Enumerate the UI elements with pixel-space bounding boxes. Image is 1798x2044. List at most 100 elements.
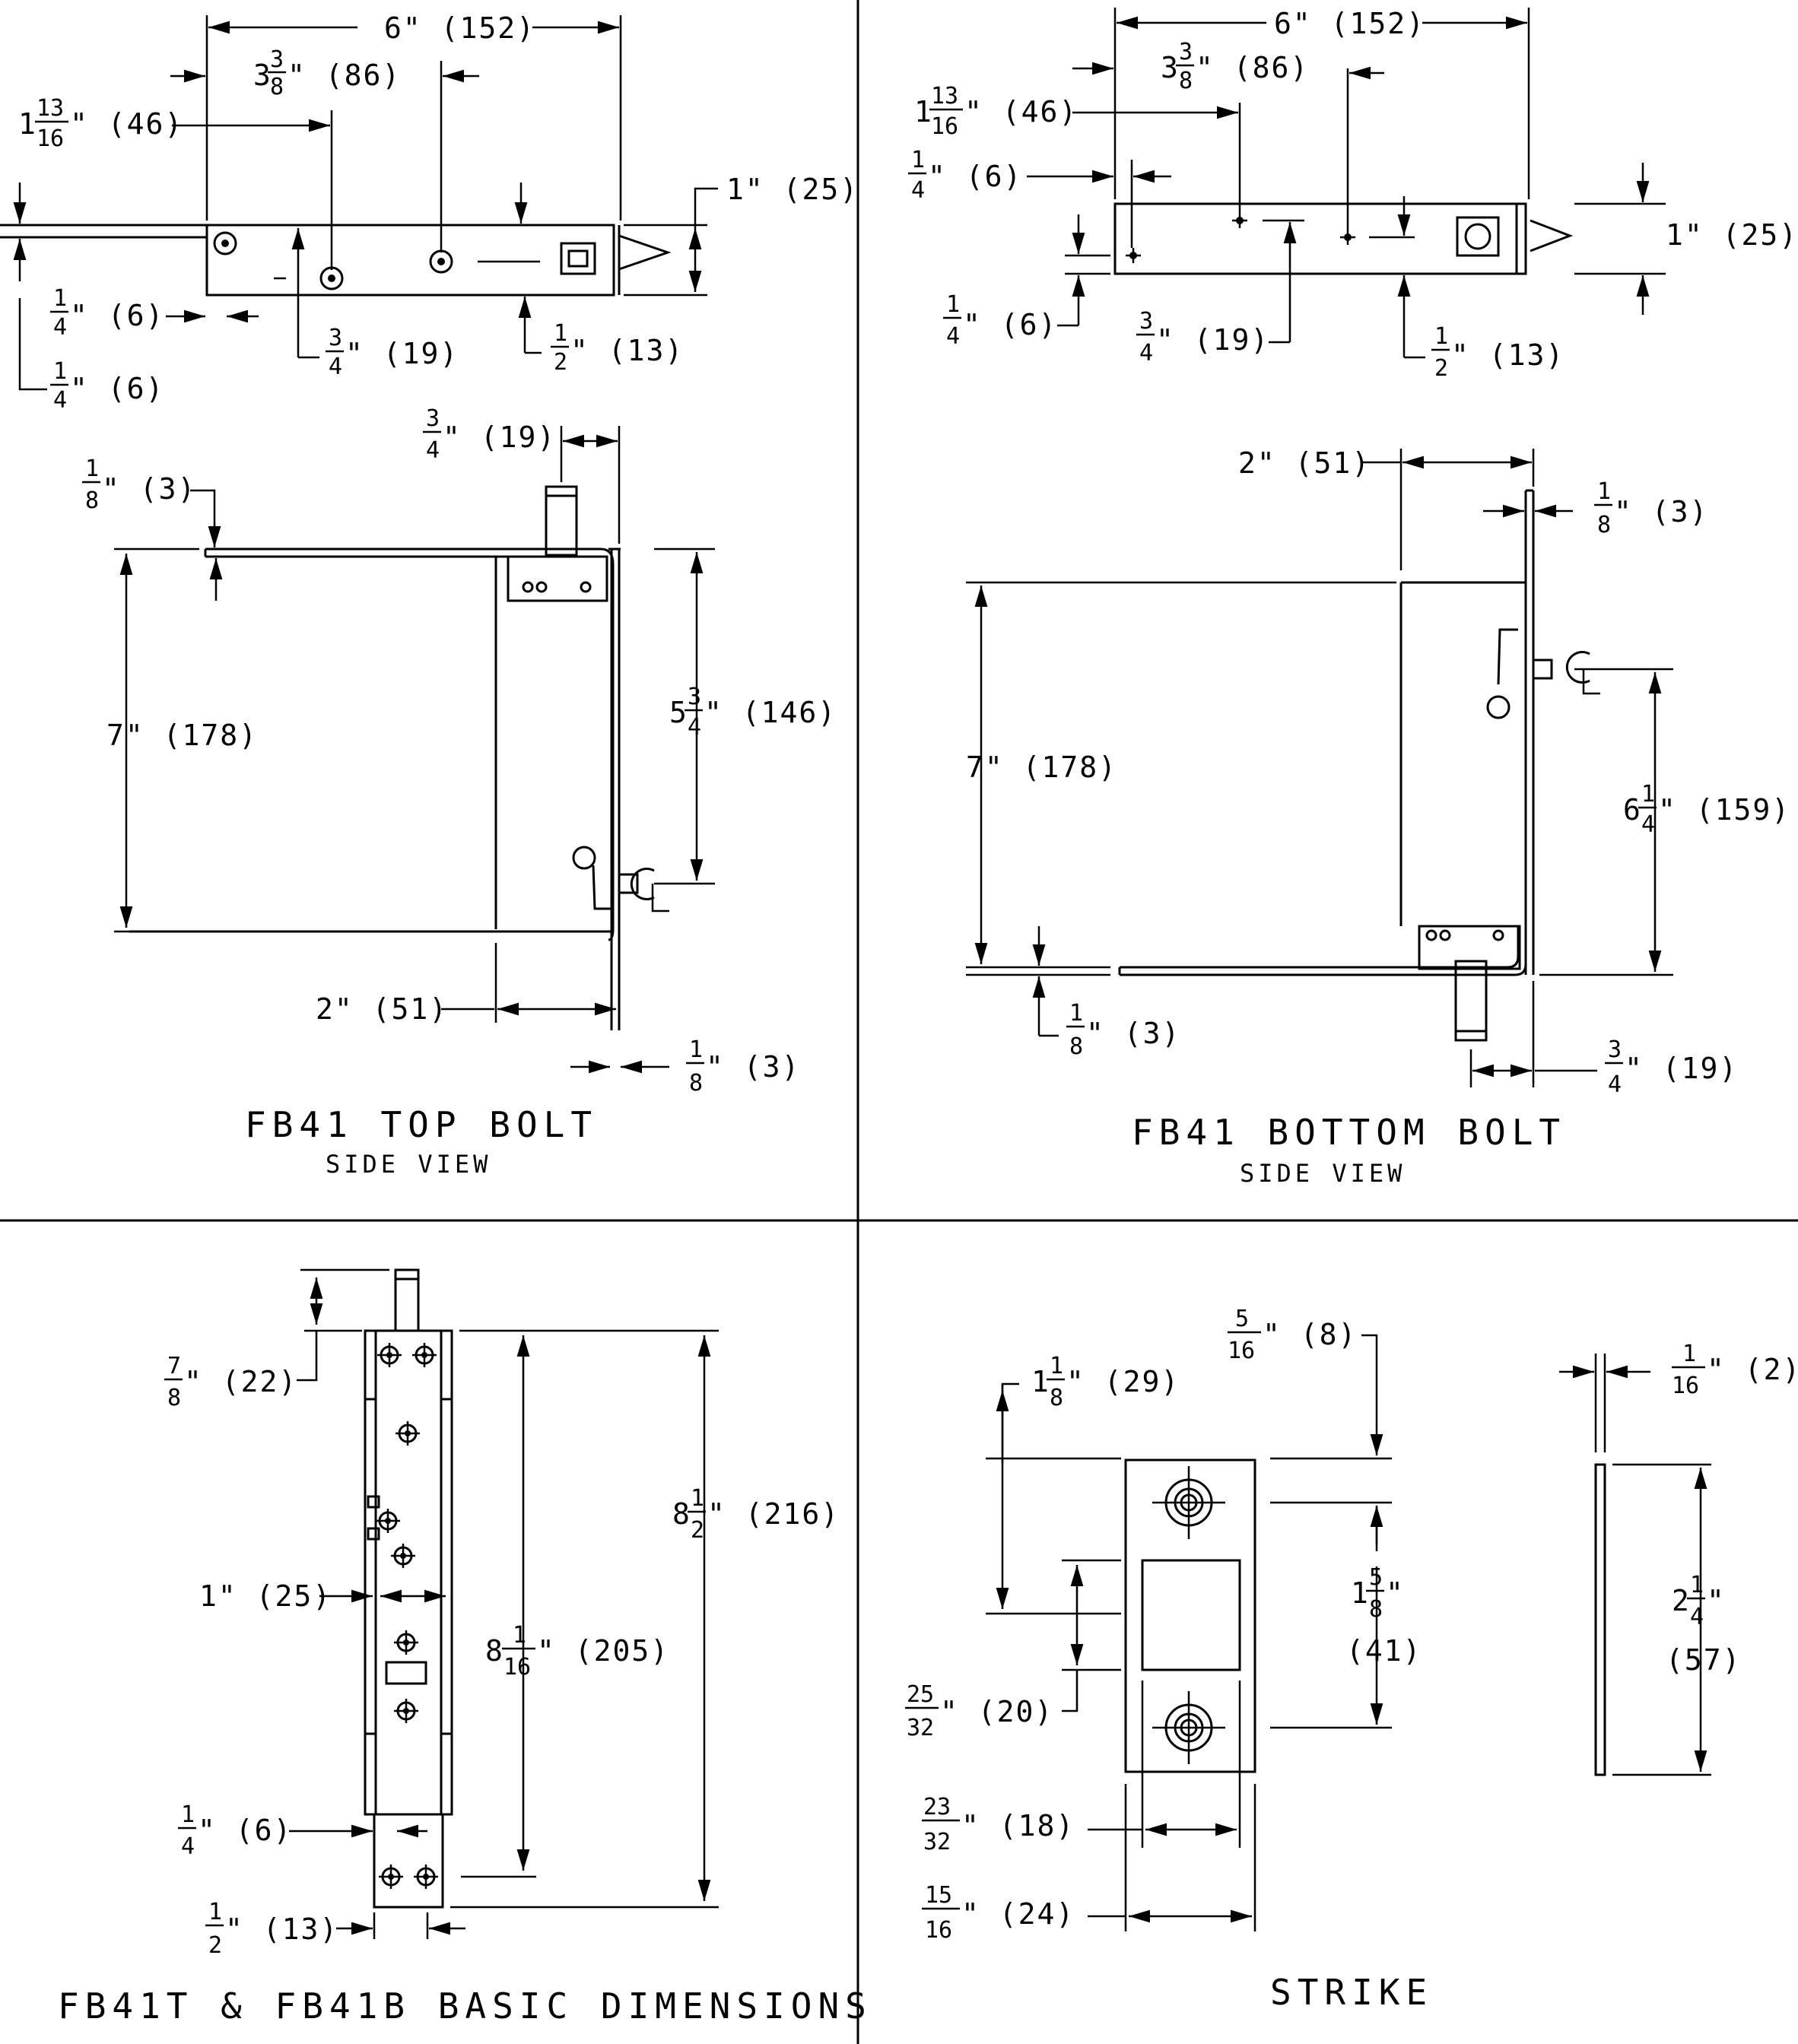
svg-text:25: 25 (907, 1681, 934, 1708)
svg-text:" (8): " (8) (1263, 1318, 1357, 1351)
top-half-dim: 1 2 " (13) (551, 320, 682, 376)
strike-length-dim: 2 1 4 " (1672, 1572, 1726, 1630)
screw-hole-icon (213, 231, 237, 256)
strike-plate (1124, 1458, 1606, 1776)
svg-text:" (3): " (3) (706, 1050, 800, 1084)
basic-dimensions-title: FB41T & FB41B BASIC DIMENSIONS (58, 1985, 872, 2027)
svg-text:1: 1 (691, 1485, 704, 1512)
strike-title: STRIKE (1270, 1972, 1433, 2013)
svg-text:4: 4 (53, 314, 67, 341)
svg-text:1: 1 (53, 358, 67, 385)
svg-text:" (159): " (159) (1658, 793, 1790, 827)
svg-text:3: 3 (426, 405, 440, 432)
svg-text:16: 16 (931, 113, 958, 140)
svg-text:3: 3 (1179, 39, 1193, 65)
svg-text:1: 1 (911, 147, 925, 173)
bottom-rod-dim: 3 4 " (19) (1605, 1036, 1738, 1098)
screw-hole-icon (376, 1509, 400, 1533)
top-edge-quarter-b: 1 4 " (6) (50, 358, 163, 414)
svg-text:" (19): " (19) (443, 421, 556, 454)
svg-text:1: 1 (1050, 1353, 1063, 1379)
svg-text:3: 3 (329, 325, 342, 351)
top-hole-1-dim: 3 3 8 " (86) (253, 46, 401, 100)
bottom-width-dim: 2" (51) (1238, 446, 1371, 480)
svg-text:4: 4 (53, 387, 67, 414)
svg-text:4: 4 (1608, 1071, 1622, 1098)
bolt-tip (618, 225, 672, 295)
svg-text:4: 4 (1690, 1604, 1704, 1630)
svg-text:4: 4 (911, 177, 925, 204)
svg-text:" (216): " (216) (707, 1497, 840, 1531)
strike-length-mm: (57) (1666, 1643, 1742, 1677)
svg-text:1: 1 (208, 1899, 222, 1925)
svg-text:" (2): " (2) (1707, 1353, 1798, 1386)
svg-text:" (86): " (86) (287, 59, 401, 92)
top-overall-length: 6" (152) (384, 11, 535, 45)
svg-text:" (6): " (6) (70, 299, 164, 332)
strike-width-dim: 15 16 " (24) (922, 1882, 1075, 1944)
svg-text:1: 1 (554, 320, 567, 347)
countersunk-hole-icon (1152, 1691, 1225, 1764)
svg-text:" (22): " (22) (184, 1365, 297, 1398)
svg-text:16: 16 (1228, 1338, 1255, 1364)
svg-text:1: 1 (181, 1801, 195, 1828)
svg-text:4: 4 (688, 714, 701, 741)
svg-text:8: 8 (85, 487, 99, 514)
screw-hole-icon (394, 1630, 418, 1655)
screw-hole-icon (395, 1421, 420, 1446)
bottom-depth-dim: 7" (178) (966, 751, 1117, 784)
top-bolt-side-view (129, 485, 669, 1030)
svg-text:16: 16 (925, 1917, 952, 1944)
svg-text:4: 4 (946, 323, 960, 350)
basic-overall-dim: 8 1 2 " (216) (672, 1485, 840, 1544)
bottom-bolt-title: FB41 BOTTOM BOLT (1132, 1112, 1566, 1153)
basic-width-dim: 1" (25) (199, 1579, 332, 1613)
svg-text:1: 1 (85, 455, 99, 482)
svg-text:7: 7 (167, 1353, 181, 1379)
screw-hole-icon (394, 1699, 418, 1723)
bolt-body-plan (1113, 202, 1527, 275)
strike-hole-spacing-dim: 1 5 8 " (1351, 1564, 1403, 1623)
bottom-half-dim: 1 2 " (13) (1431, 323, 1563, 382)
pilot-hole-icon (1340, 230, 1355, 245)
top-bolt-panel: 6" (152) 3 3 8 " (86) 1 13 16 " (46) 1" … (0, 11, 859, 1179)
svg-text:" (3): " (3) (1086, 1017, 1180, 1050)
svg-text:1: 1 (1434, 323, 1448, 350)
bottom-overall-length: 6" (152) (1274, 7, 1425, 40)
screw-hole-icon (379, 1865, 403, 1889)
svg-text:16: 16 (37, 125, 64, 152)
screw-hole-icon (377, 1343, 402, 1367)
bottom-hole-offset-dim: 3 4 " (19) (1136, 308, 1268, 367)
pilot-hole-icon (1126, 248, 1141, 263)
basic-top-ext-dim: 7 8 " (22) (164, 1353, 297, 1411)
svg-text:2: 2 (208, 1932, 222, 1959)
pilot-hole-icon (1232, 213, 1247, 228)
bottom-height-dim: 1" (25) (1666, 218, 1798, 252)
bottom-hole-1-dim: 3 3 8 " (86) (1161, 39, 1307, 94)
svg-text:1: 1 (1351, 1576, 1370, 1610)
bottom-rise-dim: 6 1 4 " (159) (1623, 781, 1790, 838)
square-hole (560, 242, 596, 275)
countersunk-hole-icon (1152, 1466, 1225, 1539)
top-height-dim: 1" (25) (726, 173, 859, 206)
svg-text:2: 2 (554, 349, 567, 376)
bottom-hole-2-dim: 1 13 16 " (46) (914, 83, 1076, 140)
svg-text:" (24): " (24) (961, 1897, 1075, 1931)
svg-text:" (19): " (19) (1625, 1052, 1738, 1085)
svg-text:": " (1707, 1584, 1726, 1617)
bottom-bolt-panel: 6" (152) 3 3 8 " (86) 1 13 16 " (46) 1 4… (908, 7, 1798, 1188)
svg-text:1: 1 (53, 285, 67, 312)
svg-text:1: 1 (18, 107, 37, 141)
svg-text:2: 2 (691, 1517, 704, 1544)
bottom-plate-thk-dim: 1 8 " (3) (1594, 478, 1707, 538)
svg-text:6: 6 (1623, 793, 1642, 827)
svg-text:4: 4 (1641, 811, 1655, 838)
svg-text:2: 2 (1434, 355, 1448, 382)
svg-text:" (3): " (3) (102, 472, 196, 506)
svg-text:1: 1 (1690, 1572, 1704, 1598)
top-hole-2-dim: 1 13 16 " (46) (18, 95, 182, 152)
strike-panel: 5 16 " (8) 1 16 " (2) 1 1 8 " (29) 1 5 8… (905, 1306, 1798, 2013)
bottom-bolt-side-view (1118, 489, 1600, 1042)
svg-text:" (20): " (20) (940, 1695, 1053, 1728)
